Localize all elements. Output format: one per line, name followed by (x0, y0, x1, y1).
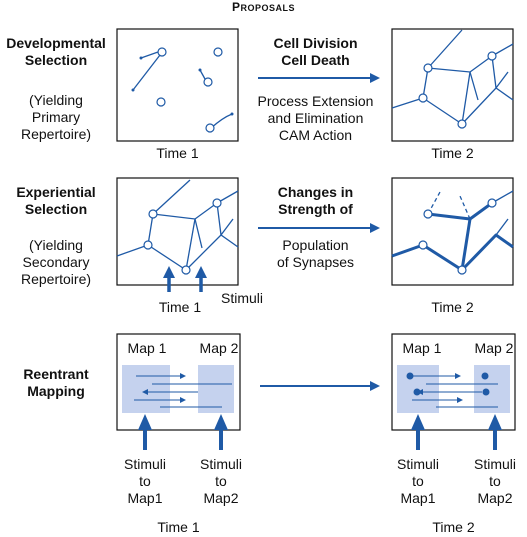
experiential-title: Experiential Selection (16, 184, 96, 217)
header-title: PROPOSALS (231, 0, 296, 14)
experiential-time1-box (116, 177, 239, 286)
reentrant-time1-map2: Map 2 (199, 340, 239, 356)
developmental-process: Process Extension and Elimination CAM Ac… (257, 93, 374, 143)
developmental-time2-label: Time 2 (431, 145, 474, 161)
developmental-time1-label: Time 1 (156, 145, 199, 161)
developmental-note: (Yielding Primary Repertoire) (20, 92, 92, 142)
reentrant-time2-map2: Map 2 (474, 340, 514, 356)
reentrant-title: Reentrant Mapping (23, 366, 89, 399)
stimuli-arrows-row2 (163, 266, 207, 292)
reentrant-time2-map1: Map 1 (402, 340, 442, 356)
developmental-time2-box (391, 28, 514, 142)
developmental-process-bold: Cell Division Cell Death (273, 35, 358, 68)
experiential-note: (Yielding Secondary Repertoire) (20, 237, 92, 287)
reentrant-time2-label: Time 2 (432, 519, 475, 535)
experiential-time2-label: Time 2 (431, 299, 474, 315)
experiential-time1-label: Time 1 (158, 299, 202, 315)
stimuli-map2-left: Stimuli to Map2 (199, 456, 242, 506)
reentrant-time1-box (116, 333, 241, 431)
developmental-title: Developmental Selection (6, 35, 106, 68)
developmental-time1-box (116, 28, 239, 142)
experiential-time2-box (391, 177, 514, 286)
stimuli-map1-left: Stimuli to Map1 (123, 456, 166, 506)
reentrant-time1-label: Time 1 (157, 519, 200, 535)
stimuli-arrows-row3-right (411, 414, 502, 450)
experiential-process-bold: Changes in Strength of (277, 184, 354, 217)
stimuli-map2-right: Stimuli to Map2 (473, 456, 516, 506)
experiential-process: Population of Synapses (276, 237, 355, 270)
reentrant-time2-box (391, 333, 516, 431)
reentrant-time1-map1: Map 1 (127, 340, 167, 356)
stimuli-map1-right: Stimuli to Map1 (396, 456, 439, 506)
stimuli-label: Stimuli (220, 290, 263, 306)
stimuli-arrows-row3-left (138, 414, 228, 450)
